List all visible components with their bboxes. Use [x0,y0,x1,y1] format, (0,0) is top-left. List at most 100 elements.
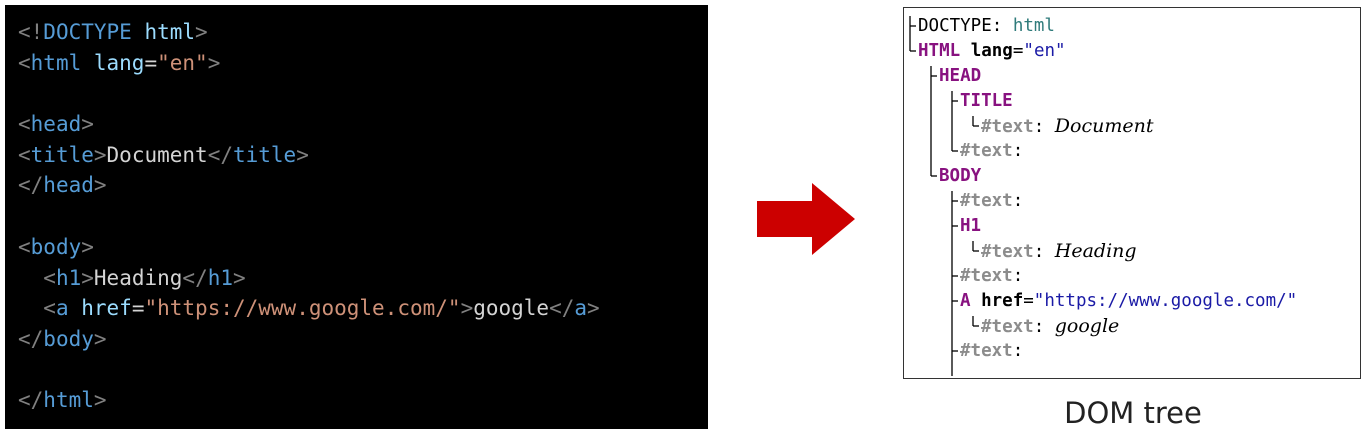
code-punct: > [195,20,208,44]
code-tag: body [43,326,94,351]
tree-node-body-whitespace-1: #text: [960,189,1034,214]
code-line-body-open: <body> [18,232,708,263]
code-tag: a [55,296,69,321]
tree-attr-name: lang [970,41,1013,61]
code-punct: < [18,112,31,137]
tree-node-h1: H1 [960,214,981,239]
code-tag: title [30,142,94,167]
tree-element-name: BODY [939,166,982,186]
code-indent [18,266,43,290]
tree-colon: : [1012,191,1034,211]
tree-colon: : [1012,341,1034,361]
code-line-h1: <h1>Heading</h1> [18,263,708,294]
tree-element-name: HEAD [939,66,982,86]
code-punct: < [18,50,31,75]
tree-node-head-whitespace: #text: [960,139,1034,164]
tree-text-node: #text [960,341,1013,361]
code-punct: > [81,234,94,259]
code-string: "https://www.google.com/" [144,296,461,321]
tree-element-name: HTML [918,41,961,61]
code-punct: < [18,234,31,259]
right-arrow-icon [757,183,855,255]
code-punct: > [93,142,107,167]
tree-colon: : [1033,117,1055,137]
code-indent [18,296,43,320]
code-attr: href [68,296,132,321]
code-punct: </ [18,173,44,198]
tree-attr-value: "https://www.google.com/" [1033,291,1298,311]
code-punct: </ [207,142,233,167]
code-punct: > [233,265,246,290]
code-punct: > [296,142,309,167]
code-tag: head [43,173,94,198]
code-string: "en" [157,50,208,75]
tree-node-head: HEAD [939,64,981,89]
tree-attr-name: href [981,291,1024,311]
code-punct: </ [549,296,575,321]
tree-text-node: #text [981,242,1034,262]
tree-text-node: #text [981,317,1034,337]
code-text: Document [106,142,208,167]
tree-node-h1-text: #text: Heading [981,239,1137,264]
code-doctype-keyword: DOCTYPE [43,20,132,44]
tree-node-body-whitespace-2: #text: [960,264,1034,289]
code-text: Heading [93,265,183,290]
code-line-anchor: <a href="https://www.google.com/">google… [18,293,708,324]
code-line-doctype: <!DOCTYPE html> [18,17,708,48]
code-line-html-open: <html lang="en"> [18,48,708,79]
code-punct: </ [182,265,208,290]
code-punct: > [207,50,221,75]
code-punct: > [81,112,94,137]
tree-node-anchor: A href="https://www.google.com/" [960,289,1297,314]
tree-eq: = [1012,41,1024,61]
code-line-html-close: </html> [18,385,708,416]
code-punct: > [93,326,107,351]
code-tag: h1 [55,265,82,290]
tree-text-node: #text [960,141,1013,161]
html-source-code-panel: <!DOCTYPE html> <html lang="en"> <head> … [5,5,708,429]
code-tag: a [574,296,588,321]
code-tag: html [30,50,82,75]
code-punct: > [81,265,94,290]
tree-text-node: #text [960,266,1013,286]
tree-connector-lines [909,16,979,376]
code-eq: = [144,50,158,75]
code-line-blank [18,355,708,386]
code-tag: body [30,234,82,259]
code-tag: h1 [207,265,234,290]
code-line-body-close: </body> [18,324,708,355]
tree-node-body: BODY [939,164,981,189]
tree-node-doctype: DOCTYPE: html [918,14,1055,39]
tree-eq: = [1023,291,1034,311]
tree-text-node: #text [960,191,1013,211]
code-tag: title [232,142,297,167]
code-punct: < [43,265,56,290]
dom-tree-panel: DOCTYPE: html HTML lang="en" HEAD TITLE … [903,7,1361,379]
code-punct: < [18,142,31,167]
tree-colon: : [1012,141,1034,161]
code-line-blank [18,201,708,232]
tree-attr-value: "en" [1023,41,1066,61]
code-tag: head [30,112,82,137]
code-punct: > [587,296,600,321]
tree-doctype-label: DOCTYPE: [918,16,1013,36]
code-line-title: <title>Document</title> [18,140,708,171]
code-punct: <! [18,20,44,44]
code-text: google [473,296,550,321]
code-tag: html [43,388,94,413]
arrow-shape [757,183,855,255]
tree-colon: : [1033,242,1055,262]
code-punct: > [93,388,107,413]
code-line-blank [18,78,708,109]
code-doctype-html: html [131,20,196,44]
code-attr: lang [81,50,145,75]
code-punct: > [93,173,107,198]
tree-node-title-text: #text: Document [981,114,1153,139]
code-punct: > [460,296,474,321]
code-punct: < [43,296,56,321]
tree-node-body-whitespace-3: #text: [960,339,1034,364]
tree-element-name: H1 [960,216,982,236]
tree-colon: : [1033,317,1055,337]
code-punct: </ [18,388,44,413]
tree-text-value: Document [1054,115,1154,137]
